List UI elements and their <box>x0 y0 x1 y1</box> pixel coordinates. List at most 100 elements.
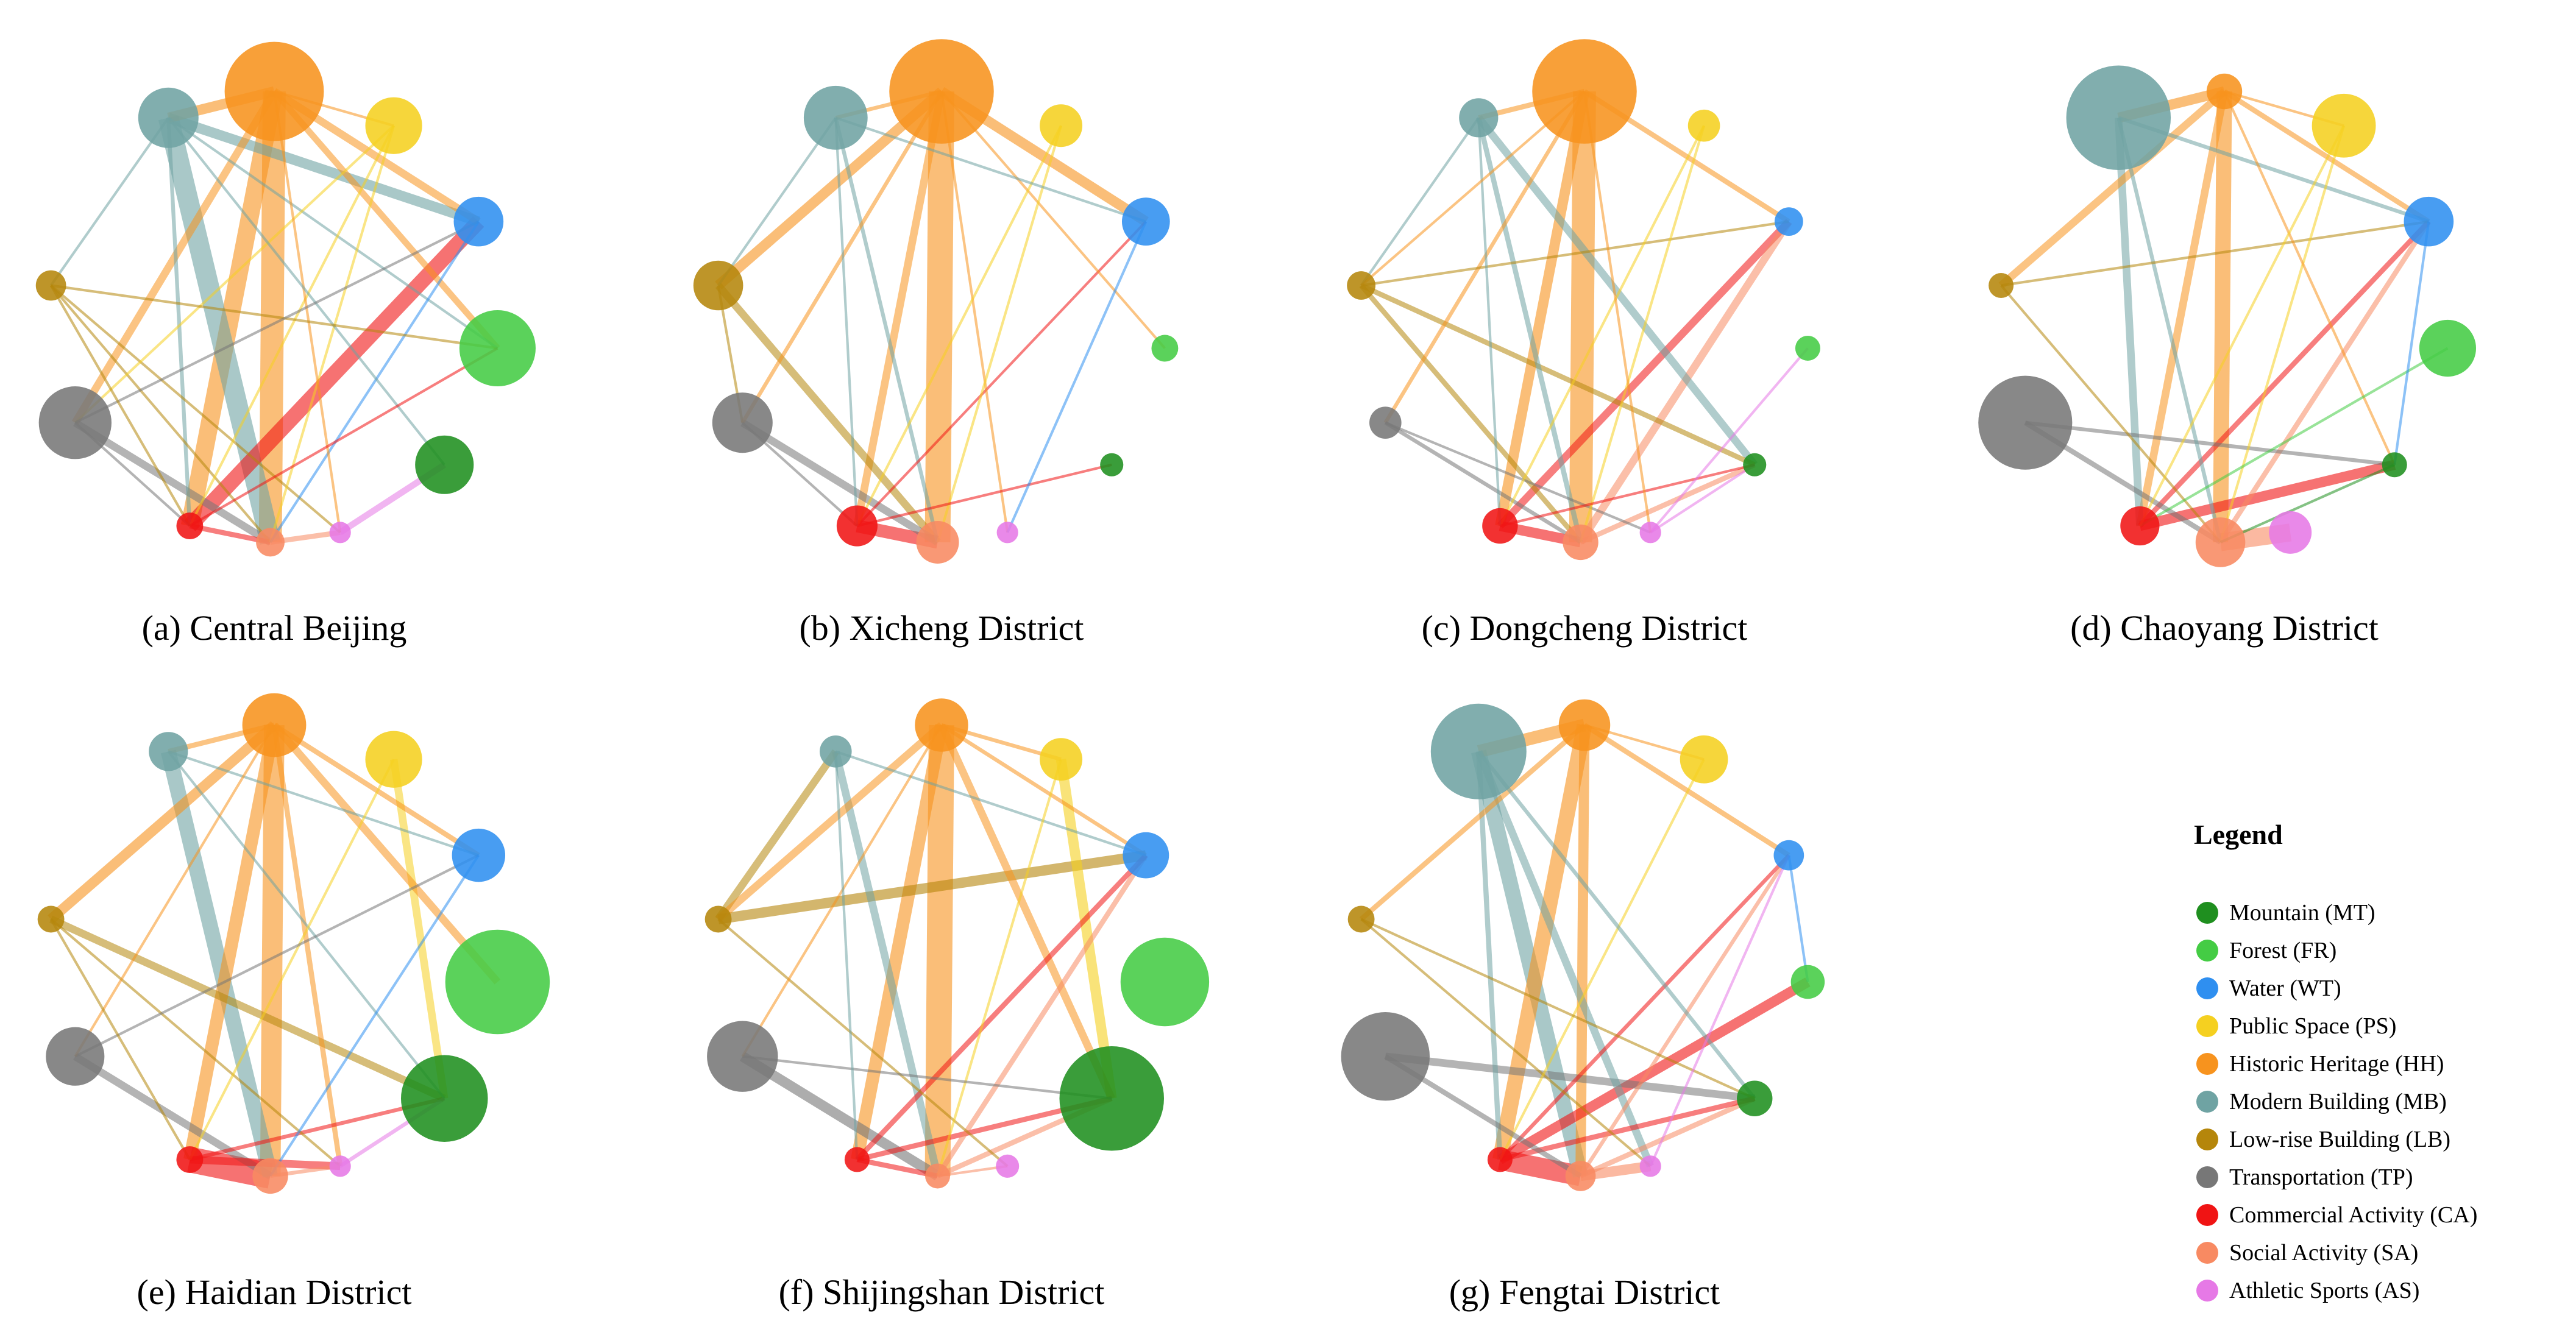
edge-ps-mt <box>389 759 449 1099</box>
edge-ps-ca <box>188 125 395 527</box>
node-fr <box>1790 965 1825 999</box>
edge-hh-sa <box>924 724 954 1177</box>
edge-tp-sa <box>73 1053 272 1180</box>
edge-tp-sa <box>1384 421 1582 544</box>
edge-lb-as <box>1360 918 1652 1167</box>
edge-tp-sa <box>73 419 272 546</box>
node-as <box>996 522 1018 544</box>
edge-ca-mt <box>189 1096 445 1162</box>
node-as <box>329 1155 351 1177</box>
edge-mb-ca <box>1476 751 1503 1160</box>
edge-ca-fr <box>1497 977 1811 1164</box>
edge-mb-sa <box>158 115 280 545</box>
edge-ca-sa <box>856 1157 939 1179</box>
panel-caption: (f) Shijingshan District <box>779 1272 1105 1312</box>
node-ps <box>365 97 422 154</box>
edge-fr-ca <box>2139 347 2449 527</box>
legend-swatch-hh <box>2196 1053 2218 1075</box>
edge-mb-sa <box>1471 749 1588 1178</box>
edge-hh-sa <box>260 724 285 1177</box>
network-panel-5: (e) Haidian District <box>37 693 550 1312</box>
edge-hh-lb <box>1359 723 1586 921</box>
node-lb <box>693 260 743 311</box>
edge-hh-fr <box>940 90 1166 349</box>
node-sa <box>252 1158 288 1194</box>
edge-mb-ca <box>834 118 859 526</box>
node-wt <box>453 196 504 247</box>
edge-hh-as <box>271 724 343 1167</box>
edge-lb-sa <box>715 283 941 545</box>
node-lb <box>1989 273 2014 299</box>
edge-hh-lb <box>715 722 945 923</box>
node-ps <box>1687 109 1720 142</box>
edge-tp-mt <box>2024 420 2395 467</box>
node-hh <box>224 41 324 141</box>
edge-hh-ca <box>2136 90 2229 527</box>
edge-tp-wt <box>74 854 480 1058</box>
edge-lb-mb <box>715 749 839 922</box>
node-hh <box>1558 699 1611 751</box>
edge-ps-sa <box>936 125 1063 543</box>
node-ca <box>176 1146 204 1174</box>
edge-sa-mt <box>1579 462 1756 545</box>
node-ps <box>365 731 422 788</box>
edge-hh-fr <box>271 722 501 985</box>
node-ps <box>1680 735 1728 784</box>
edge-tp-sa <box>739 1052 940 1181</box>
edge-hh-as <box>272 91 342 533</box>
edge-hh-ca <box>183 723 281 1161</box>
edge-tp-sa <box>740 419 940 546</box>
edge-hh-ca <box>853 90 946 527</box>
legend-label-ca: Commercial Activity (CA) <box>2229 1202 2477 1228</box>
network-panel-6: (f) Shijingshan District <box>704 698 1210 1312</box>
node-as <box>329 522 351 544</box>
edge-hh-ca <box>1495 90 1590 527</box>
node-tp <box>46 1027 105 1086</box>
edge-ca-wt <box>2138 219 2431 528</box>
edge-ps-sa <box>2219 125 2346 543</box>
edge-sa-wt <box>1578 854 1790 1177</box>
edge-hh-lb <box>48 721 278 923</box>
edge-ps-tp <box>74 124 395 424</box>
node-mb <box>138 87 199 148</box>
edge-hh-ca <box>851 723 948 1161</box>
legend-label-hh: Historic Heritage (HH) <box>2229 1051 2444 1077</box>
legend-swatch-sa <box>2196 1242 2218 1264</box>
edge-hh-sa <box>2212 91 2232 543</box>
edge-mb-sa <box>832 750 942 1177</box>
edge-lb-wt <box>2001 220 2429 287</box>
node-tp <box>707 1021 778 1092</box>
edge-mb-lb <box>717 117 837 286</box>
edge-hh-wt <box>940 723 1148 857</box>
edge-hh-sa <box>1569 91 1596 543</box>
edge-hh-mt <box>938 723 1115 1100</box>
node-tp <box>1369 406 1402 439</box>
edge-mb-ca <box>2115 117 2144 526</box>
edge-ps-sa <box>1579 125 1706 543</box>
edge-wt-mt <box>2393 221 2430 466</box>
node-hh <box>915 698 968 752</box>
node-mb <box>2066 65 2171 171</box>
edge-mb-sa <box>2117 117 2223 543</box>
legend-label-sa: Social Activity (SA) <box>2229 1240 2418 1266</box>
legend-swatch-fr <box>2196 940 2218 962</box>
network-panel-4: (d) Chaoyang District <box>1978 65 2476 648</box>
edge-hh-sa <box>1575 724 1590 1177</box>
legend-label-as: Athletic Sports (AS) <box>2229 1278 2419 1303</box>
node-mt <box>1059 1046 1164 1151</box>
node-mb <box>1430 703 1527 799</box>
panel-caption: (g) Fengtai District <box>1449 1272 1720 1312</box>
edge-mt-sa <box>2219 463 2396 544</box>
edge-ca-wt <box>1499 854 1790 1161</box>
node-lb <box>704 905 732 933</box>
edge-lb-as <box>50 918 341 1167</box>
node-hh <box>1532 39 1637 144</box>
edge-mb-ca <box>834 751 859 1160</box>
edge-lb-as <box>717 918 1009 1167</box>
node-ca <box>176 512 204 540</box>
node-mt <box>1737 1080 1773 1116</box>
node-fr <box>459 310 536 387</box>
edge-mb-mt <box>167 117 445 466</box>
edge-as-wt <box>1649 854 1790 1167</box>
edge-mb-wt <box>835 116 1147 223</box>
